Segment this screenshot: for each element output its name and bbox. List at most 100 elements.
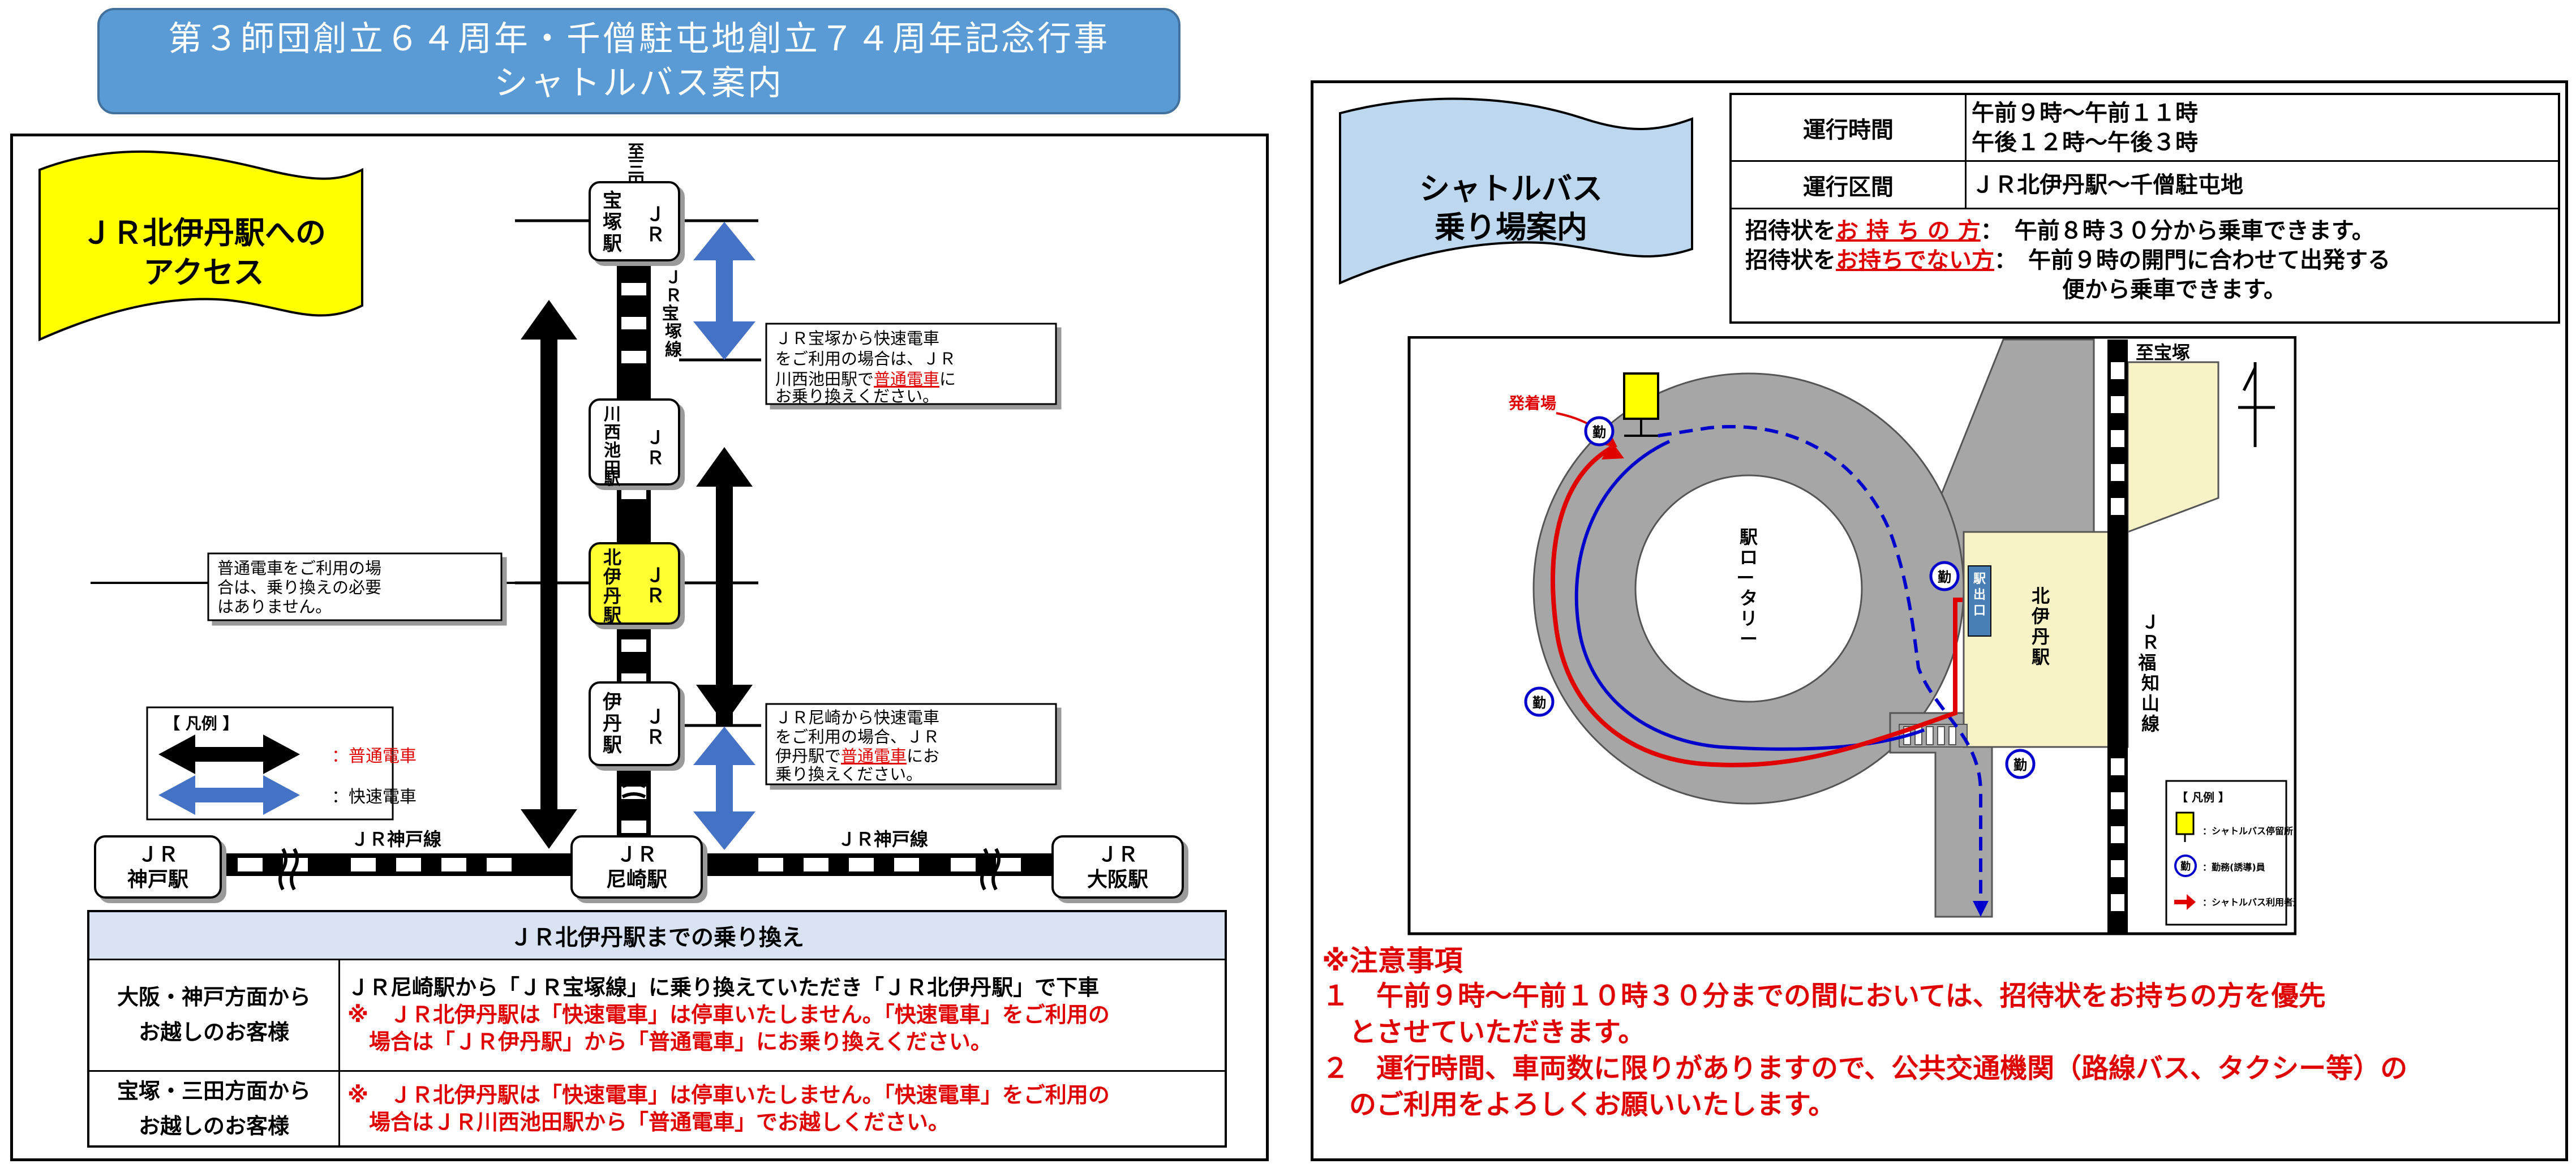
hours-label: 運行時間 [1732,95,1967,160]
title-line-2: シャトルバス案内 [494,63,784,103]
transfer-note-line-2: 場合はＪＲ川西池田駅から「普通電車」でお越しください。 [347,1110,950,1135]
svg-text:池: 池 [604,441,621,461]
svg-text:Ｊ: Ｊ [646,706,665,728]
direction-sanda-char-1: 至 [628,142,645,162]
shuttle-flag-line-1: シャトルバス [1419,171,1603,207]
svg-text:駅: 駅 [604,469,621,489]
direction-sanda-char-2: 三 [628,158,645,178]
boarding-map: 駅ロー タリー 駅出口 北伊丹駅 ＪＲ福 知山線 至宝塚 [1407,336,2296,935]
svg-text:伊: 伊 [602,691,622,714]
svg-text:田: 田 [604,459,621,479]
station-label: 北伊丹駅 [2031,585,2050,668]
svg-text:丹: 丹 [603,585,621,607]
shuttle-user-route [1551,445,1963,767]
svg-text:尼崎駅: 尼崎駅 [606,868,667,891]
note-2-line-1: ２ 運行時間、車両数に限りがありますので、公共交通機関（路線バス、タクシー等）の [1322,1053,2408,1084]
access-flag-line-2: アクセス [143,255,264,290]
station-kitaitami: 北 伊 丹 駅 Ｊ Ｒ [589,542,680,626]
svg-text:：普通電車: ：普通電車 [332,746,417,766]
note-amagasaki: ＪＲ尼崎から快速電車 をご利用の場合、ＪＲ 伊丹駅で普通電車にお 乗り換えくださ… [765,703,1057,785]
svg-text:ＪＲ: ＪＲ [616,843,657,866]
transfer-text: ＪＲ尼崎駅から「ＪＲ宝塚線」に乗り換えていただき「ＪＲ北伊丹駅」で下車 [347,974,1100,1000]
rotary-island [1634,474,1863,703]
hours-line-2: 午後１２時～午後３時 [1972,129,2198,156]
hours-line-1: 午前９時～午前１１時 [1972,100,2198,126]
shuttle-info-table: 運行時間 午前９時～午前１１時 午後１２時～午後３時 運行区間 ＪＲ北伊丹駅～千… [1729,93,2560,324]
svg-text:丹: 丹 [603,712,622,735]
transfer-from-line-1: 大阪・神戸方面から [117,984,311,1010]
bus-stop-icon [1623,372,1659,437]
svg-text:駅: 駅 [603,604,621,626]
svg-text:普通電車をご利用の場 合は、乗り換えの必要: 普通電車をご利用の場 合は、乗り換えの必要 はありません。 [217,559,387,616]
svg-text:勤: 勤 [1532,695,1546,711]
access-flag [38,150,363,342]
station-osaka: ＪＲ 大阪駅 [1051,835,1184,899]
svg-text:勤: 勤 [2180,860,2191,873]
transfer-from-line-2: お越しのお客様 [138,1114,289,1139]
note-1-line-1: １ 午前９時～午前１０時３０分までの間においては、招待状をお持ちの方を優先 [1322,980,2326,1012]
title-banner: 第３師団創立６４周年・千僧駐屯地創立７４周年記念行事 シャトルバス案内 [97,8,1180,114]
transfer-table-header: ＪＲ北伊丹駅までの乗り換え [89,912,1225,960]
boarding-label: 発着場 [1508,394,1556,413]
svg-text:Ｒ: Ｒ [646,585,665,607]
access-legend: 【 凡例 】 ：普通電車 ：快速電車 [146,706,417,821]
svg-text:宝: 宝 [603,190,622,212]
svg-text:塚: 塚 [603,211,622,234]
station-amagasaki: ＪＲ 尼崎駅 [570,835,703,899]
note-2-line-2: のご利用をよろしくお願いいたします。 [1322,1089,1836,1120]
station-kobe: ＪＲ 神戸駅 [94,835,222,899]
svg-text:Ｒ: Ｒ [646,224,665,246]
rapid-train-arrows [693,222,755,850]
fukuchiyama-line [2107,340,2128,933]
svg-text:大阪駅: 大阪駅 [1087,868,1148,891]
staff-icon: 勤 [1524,686,1555,717]
access-flag-line-1: ＪＲ北伊丹駅への [81,215,326,251]
svg-text:Ｒ: Ｒ [646,726,665,749]
svg-text:【 凡例 】: 【 凡例 】 [164,714,239,733]
svg-text:駅: 駅 [603,734,622,757]
svg-text:【 凡例 】: 【 凡例 】 [2176,791,2230,804]
table-row: 大阪・神戸方面から お越しのお客様 ＪＲ尼崎駅から「ＪＲ宝塚線」に乗り換えていた… [89,959,1225,1072]
route-value: ＪＲ北伊丹駅～千僧駐屯地 [1972,171,2243,198]
shuttle-flag: シャトルバス 乗り場案内 [1339,97,1693,285]
invitation-info: 招待状をお 持 ち の 方： 午前８時３０分から乗車できます。 招待状をお持ちで… [1745,216,2552,304]
invite-with: 招待状をお 持 ち の 方： 午前８時３０分から乗車できます。 [1745,218,2375,244]
access-panel [10,134,1269,1161]
transfer-from-osaka: 大阪・神戸方面から お越しのお客様 [89,959,340,1070]
to-takarazuka-label: 至宝塚 [2136,342,2190,363]
note-local-train: 普通電車をご利用の場 合は、乗り換えの必要 はありません。 [207,552,503,621]
invite-without-line-2: 便から乗車できます。 [2062,277,2286,303]
access-diagram: ＪＲ北伊丹駅への アクセス 至 三 田 [38,142,1184,899]
svg-text:勤: 勤 [1938,569,1951,585]
svg-text:：シャトルバス利用者通行順路: ：シャトルバス利用者通行順路 [2203,897,2296,908]
notes-heading: ※注意事項 [1322,944,1463,977]
station-kawanishi: 川 西 池 田 駅 Ｊ Ｒ [589,398,680,489]
title-line-1: 第３師団創立６４周年・千僧駐屯地創立７４周年記念行事 [168,19,1110,59]
line-label-kobe-east: ＪＲ神戸線 [838,828,928,850]
svg-text:勤: 勤 [1592,424,1606,440]
transfer-from-line-2: お越しのお客様 [138,1019,289,1045]
note-1-line-2: とさせていただきます。 [1322,1016,1646,1048]
crosswalk [1899,724,1968,748]
staff-icon: 勤 [1584,416,1615,446]
transfer-detail-osaka: ＪＲ尼崎駅から「ＪＲ宝塚線」に乗り換えていただき「ＪＲ北伊丹駅」で下車 ※ ＪＲ… [347,959,1219,1070]
bus-route-inner [1574,440,1925,751]
svg-text:ＪＲ尼崎から快速電車 をご利用の場合、ＪＲ: ＪＲ尼崎から快速電車 をご利用の場合、ＪＲ 伊丹駅で普通電車にお 乗り換えくださ… [775,708,944,784]
line-label: ＪＲ福 知山線 [2137,611,2162,735]
hours-value: 午前９時～午前１１時 午後１２時～午後３時 [1972,95,2558,160]
line-label-takarazuka: ＪＲ宝 塚線 [662,268,685,360]
svg-text:Ｊ: Ｊ [646,564,665,587]
svg-text:伊: 伊 [603,566,621,587]
station-itami: 伊 丹 駅 Ｊ Ｒ [589,681,680,766]
note-takarazuka: ＪＲ宝塚から快速電車 をご利用の場合は、ＪＲ 川西池田駅で普通電車に お乗り換え… [765,323,1057,406]
bus-route-dashed [1658,424,1982,911]
map-legend: 【 凡例 】 ：シャトルバス停留所 勤 ：勤務(誘導)員 ：シャトルバス利用者通… [2165,780,2296,926]
svg-text:Ｊ: Ｊ [646,203,665,226]
staff-icon: 勤 [1929,561,1960,591]
table-row: 運行時間 午前９時～午前１１時 午後１２時～午後３時 [1732,95,2558,162]
local-train-arrows [521,300,753,849]
station-takarazuka: 宝 塚 駅 Ｊ Ｒ [589,181,680,261]
svg-text:西: 西 [604,423,621,443]
svg-text:：シャトルバス停留所: ：シャトルバス停留所 [2203,826,2293,836]
svg-text:北: 北 [603,547,621,568]
